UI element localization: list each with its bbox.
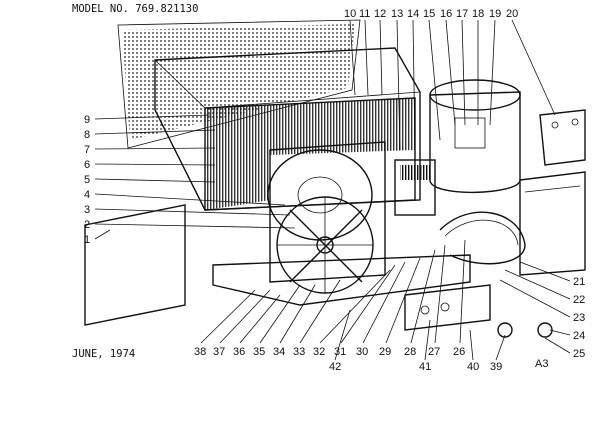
callout-36: 36 [233, 346, 245, 358]
callout-32: 32 [313, 346, 325, 358]
callout-14: 14 [407, 8, 419, 20]
callouts-top: 10 11 12 13 14 15 16 17 18 19 20 [344, 8, 556, 151]
callout-38: 38 [194, 346, 206, 358]
control-bracket [404, 284, 491, 331]
callout-37: 37 [213, 346, 225, 358]
model-number-header: MODEL NO. 769.821130 [72, 3, 198, 15]
callout-41: 41 [419, 361, 431, 373]
side-panel [519, 171, 586, 276]
callout-7: 7 [84, 144, 90, 156]
callout-42: 42 [329, 361, 341, 373]
callout-24: 24 [573, 330, 585, 342]
callout-39: 39 [490, 361, 502, 373]
callout-18: 18 [472, 8, 484, 20]
compressor [429, 79, 521, 194]
callout-1: 1 [84, 234, 90, 246]
callout-8: 8 [84, 129, 90, 141]
callout-29: 29 [379, 346, 391, 358]
callout-25: 25 [573, 348, 585, 360]
callout-34: 34 [273, 346, 285, 358]
callout-9: 9 [84, 114, 90, 126]
diagram-code: A3 [535, 358, 548, 370]
base-pan [212, 254, 471, 306]
callout-33: 33 [293, 346, 305, 358]
callouts-lower: 42 41 40 39 [329, 309, 506, 373]
date-footer: JUNE, 1974 [72, 348, 135, 360]
callouts-bottom: 38 37 36 35 34 33 32 31 30 29 28 27 26 [194, 239, 466, 358]
callout-5: 5 [84, 174, 90, 186]
callout-11: 11 [359, 8, 370, 20]
condenser-coil [439, 211, 526, 265]
callout-2: 2 [84, 219, 90, 231]
callout-30: 30 [356, 346, 368, 358]
callout-20: 20 [506, 8, 518, 20]
callout-35: 35 [253, 346, 265, 358]
callout-17: 17 [456, 8, 468, 20]
capacitor-bracket [539, 109, 586, 166]
callout-26: 26 [453, 346, 465, 358]
callout-27: 27 [428, 346, 440, 358]
fan-motor [394, 159, 436, 216]
callout-4: 4 [84, 189, 90, 201]
fan-blade-assembly [276, 196, 374, 294]
callout-40: 40 [467, 361, 479, 373]
filter-panel [84, 204, 186, 326]
callout-6: 6 [84, 159, 90, 171]
callout-19: 19 [489, 8, 501, 20]
callout-21: 21 [573, 276, 585, 288]
control-knobs [497, 322, 553, 338]
callouts-right: 21 22 23 24 25 [499, 261, 585, 360]
evaporator-coil [204, 97, 416, 211]
callout-13: 13 [391, 8, 403, 20]
callout-3: 3 [84, 204, 90, 216]
callout-16: 16 [440, 8, 452, 20]
callout-23: 23 [573, 312, 585, 324]
callout-28: 28 [404, 346, 416, 358]
callout-12: 12 [374, 8, 386, 20]
callouts-left: 9 8 7 6 5 4 3 2 1 [84, 114, 296, 246]
callout-31: 31 [334, 346, 346, 358]
callout-15: 15 [423, 8, 435, 20]
callout-22: 22 [573, 294, 585, 306]
callout-10: 10 [344, 8, 356, 20]
